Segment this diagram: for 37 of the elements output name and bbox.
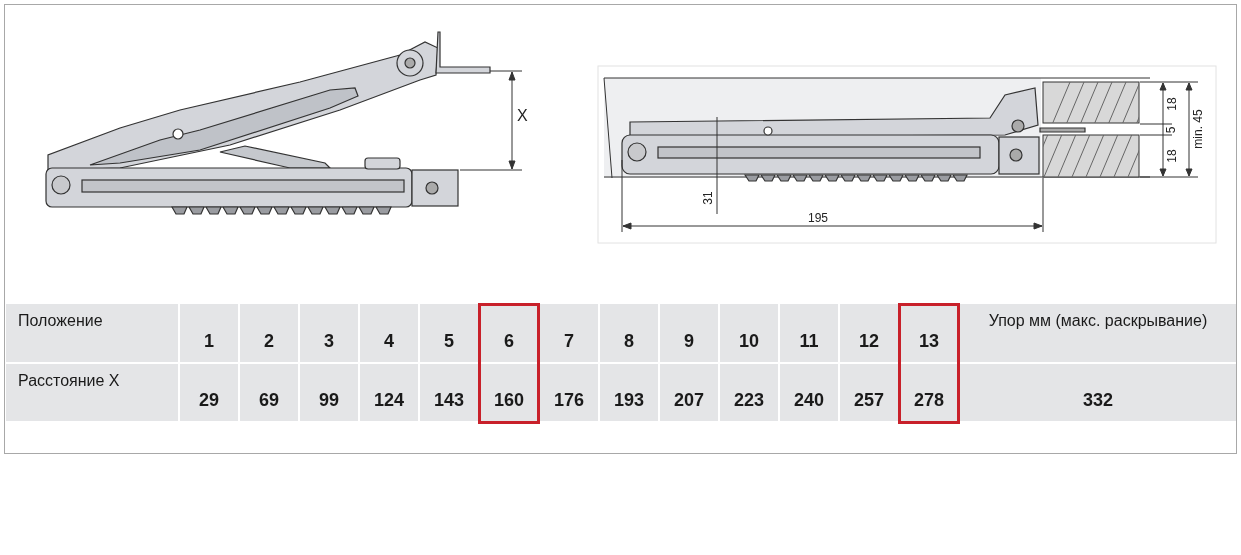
table-cell: 2 — [240, 304, 298, 362]
dimension-label: 31 — [701, 191, 714, 205]
table-cell: 69 — [240, 364, 298, 421]
dimension-label: 195 — [808, 212, 829, 224]
table-cell: 124 — [360, 364, 418, 421]
table-cell: 5 — [420, 304, 478, 362]
table-cell: 10 — [720, 304, 778, 362]
table-cell: 223 — [720, 364, 778, 421]
table-cell: 278 — [900, 364, 958, 421]
table-cell: 9 — [660, 304, 718, 362]
table-cell: 240 — [780, 364, 838, 421]
table-cell: 176 — [540, 364, 598, 421]
table-cell: Упор мм (макс. раскрывание) — [960, 304, 1236, 362]
dimension-label: X — [517, 108, 528, 124]
table-cell: 13 — [900, 304, 958, 362]
dimension-label: 18 — [1165, 97, 1178, 111]
dimension-label: min. 45 — [1191, 109, 1204, 149]
dimension-label: 18 — [1165, 149, 1178, 163]
table-cell: 193 — [600, 364, 658, 421]
table-cell: 8 — [600, 304, 658, 362]
table-cell: 6 — [480, 304, 538, 362]
table-cell: Расстояние X — [6, 364, 178, 421]
table-cell: 7 — [540, 304, 598, 362]
table-cell: 29 — [180, 364, 238, 421]
table-cell: 4 — [360, 304, 418, 362]
table-cell: 207 — [660, 364, 718, 421]
table-cell: 3 — [300, 304, 358, 362]
table-cell: 12 — [840, 304, 898, 362]
table-cell: Положение — [6, 304, 178, 362]
dimension-label: 5 — [1165, 126, 1178, 134]
table-cell: 332 — [960, 364, 1236, 421]
table-cell: 160 — [480, 364, 538, 421]
table-cell: 1 — [180, 304, 238, 362]
table-cell: 257 — [840, 364, 898, 421]
table-cell: 99 — [300, 364, 358, 421]
table-cell: 143 — [420, 364, 478, 421]
table-cell: 11 — [780, 304, 838, 362]
